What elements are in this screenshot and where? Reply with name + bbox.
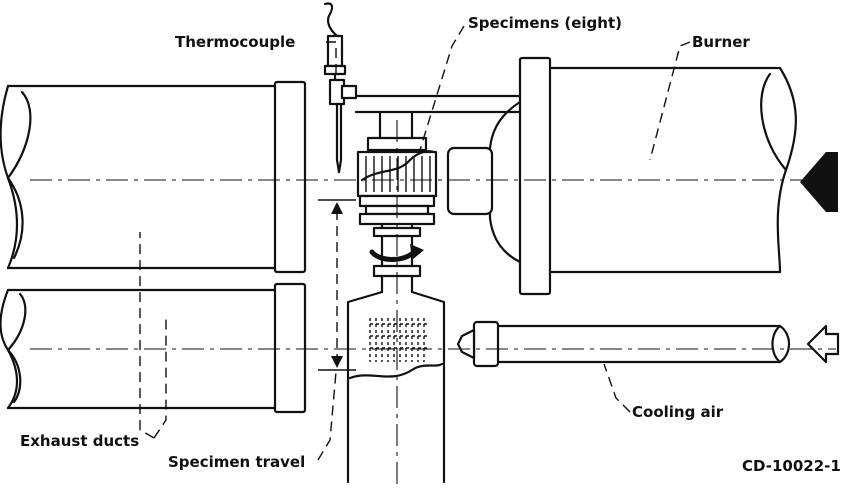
specimen-travel-arrow — [318, 199, 356, 371]
lower-exhaust-duct — [0, 282, 307, 414]
specimen-holder — [346, 110, 446, 484]
exhaust-ducts-label: Exhaust ducts — [20, 432, 139, 450]
burner-flow-arrow — [800, 152, 838, 212]
figure-id-label: CD-10022-1 — [742, 457, 841, 475]
specimen-travel-label: Specimen travel — [168, 453, 305, 471]
cooling-air-tube — [456, 320, 791, 368]
thermocouple — [323, 2, 358, 174]
specimens-label: Specimens (eight) — [468, 14, 622, 32]
burner — [354, 56, 797, 296]
burner-label: Burner — [692, 33, 750, 51]
cooling-air-arrow — [806, 324, 840, 364]
upper-exhaust-duct — [0, 80, 307, 274]
cooling-air-label: Cooling air — [632, 403, 724, 421]
thermocouple-label: Thermocouple — [175, 33, 295, 51]
